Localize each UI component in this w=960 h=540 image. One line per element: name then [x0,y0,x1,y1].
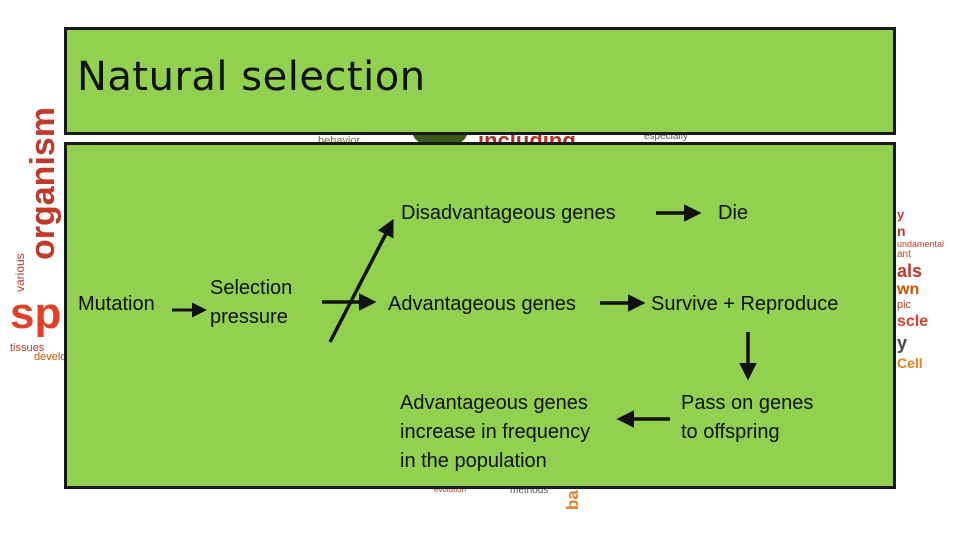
bg-word-als: als [897,261,923,281]
node-selection-pressure-line2: pressure [210,306,288,328]
node-selection-pressure: Selection pressure [210,274,292,332]
bg-word-y-2: y [897,333,908,353]
node-disadvantageous-genes: Disadvantageous genes [401,202,616,224]
bg-word-sp: sp [10,289,62,338]
bg-word-y-1: y [897,207,905,222]
node-die: Die [718,202,749,224]
node-increase-in-frequency: Advantageous genes increase in frequency… [400,389,590,476]
bg-word-pic: pic [897,299,912,311]
node-pass-on-genes-line2: to offspring [681,421,780,443]
bg-word-develo: develo [34,351,67,363]
node-advantageous-genes: Advantageous genes [388,293,576,315]
bg-word-scle: scle [897,313,929,330]
node-selection-pressure-line1: Selection [210,277,293,299]
bg-word-evolution: evolution [434,485,467,494]
bg-word-undamental: undamental [897,239,945,249]
node-increase-line2: increase in frequency [400,421,591,443]
bg-word-especially: especially [644,131,688,142]
slide-title: Natural selection [77,54,426,100]
bg-word-tissues: tissues [10,342,45,354]
node-mutation: Mutation [78,293,155,315]
title-panel: Natural selection [64,27,896,135]
bg-word-wn: wn [897,281,920,298]
node-increase-line3: in the population [400,450,547,472]
node-pass-on-genes-line1: Pass on genes [681,392,814,414]
bg-word-cell: Cell [897,355,923,371]
bg-word-behavior: behavior [318,135,361,147]
bg-word-n: n [897,223,906,239]
node-pass-on-genes: Pass on genes to offspring [681,389,813,447]
node-survive-reproduce: Survive + Reproduce [651,293,839,315]
node-increase-line1: Advantageous genes [400,392,588,414]
bg-word-methods: methods [510,485,549,496]
bg-word-ant: ant [897,249,911,260]
arrow-selection-to-disadvantageous [328,218,394,343]
